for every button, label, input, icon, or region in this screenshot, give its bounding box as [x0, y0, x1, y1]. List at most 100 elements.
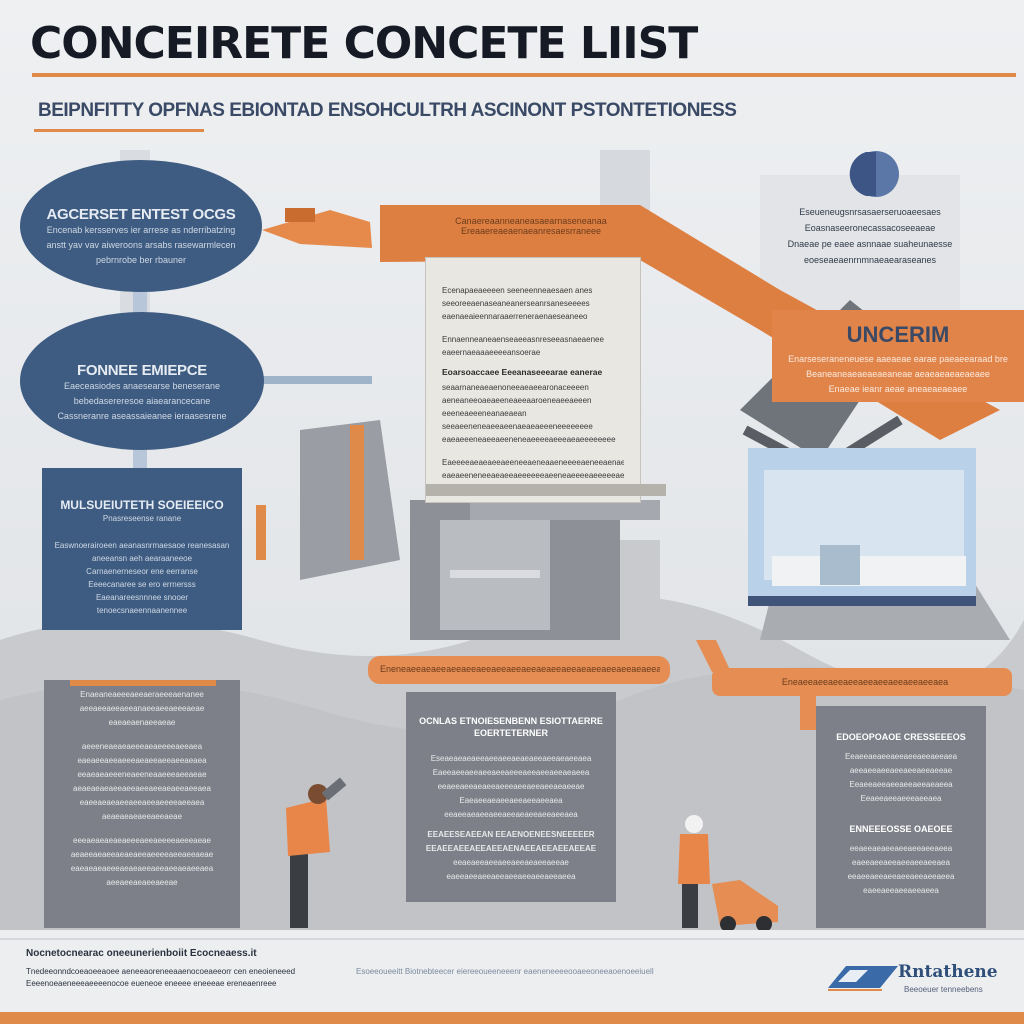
ellipse-top-line: pebrnrobe ber rbauner [95, 255, 187, 265]
lower-center-panel: OCNLAS ETNOIESENBENN ESIOTTAERRE EOERTET… [406, 692, 616, 902]
right-panel-heading-b: ENNEEEOSSE OAEOEE [849, 824, 953, 834]
top-ribbon-line: Ereaaereaeaenaeanresaesrraneee [460, 226, 602, 236]
panel-line: eeaeeaeeaeaeeaeeeaeeaeeaeeaeaeeae [437, 782, 585, 791]
panel-line: eeaeaeaeeeneaeeneaaeeeaeeaeae [77, 770, 207, 779]
panel-line: eaeaeeaeeaeeeaeaeeaeeaeeaeaea [77, 756, 207, 765]
panel-line: aeaeaeaeaeeaeeaeae [101, 812, 183, 821]
orange-card-line: Enaeae ieanr aeae aneaeaeaeaee [828, 384, 968, 394]
info-box-blue: MULSUEIUTETH SOEIEEICO Pnasreseense rana… [42, 468, 242, 630]
footer-line: Tnedeeonndcoeaoeeaoee aeneeaoreneeaaenoc… [26, 967, 296, 976]
right-top-note: Eseueneugsnrsasaerseruoaeesaes Eoasnasee… [780, 204, 960, 268]
ellipse-mid-line: bebedasereresoe aiaearancecane [73, 396, 211, 406]
mid-ribbon-right-text: Eneaeeaeeaeeaeeaeeaeeaeeaeeaeeaea [781, 677, 949, 687]
doc-line: Ennaenneaneaenseaeeasnreseeasnaeaenee [442, 335, 604, 344]
worker-right-figure [678, 815, 778, 932]
doc-line: seaarnaneaeaenoneeaeaeearonaceeeen [442, 383, 589, 392]
orange-card-line: Enarseseraneneuese aaeaeae earae paeaeea… [788, 354, 1008, 364]
right-top-line: eoeseaeaenrnmnaeaearaseanes [803, 255, 937, 265]
mid-ribbon-left-text: Eneneaeeaeaeeaeeaeeaeeaeeaeeaeeaeaeeaeea… [380, 664, 660, 674]
doc-line: seeoreeaenaseaneanerseanrsaneseeees [442, 299, 590, 308]
panel-line: eaeeaeaeaeeaeeaeeaeeeeaeeaea [79, 798, 205, 807]
ellipse-top-heading: AGCERSET ENTEST OCGS [46, 206, 236, 223]
footer-lines: Tnedeeonndcoeaoeeaoee aeneeaoreneeaaenoc… [26, 966, 356, 990]
bottom-accent-bar [0, 1012, 1024, 1024]
panel-line: aeaeaeaeaeeaeeaeeaeeaeaeeaeeaea [73, 784, 211, 793]
center-panel-subheading: EOERTETERNER [473, 728, 548, 738]
panel-line: Eaeaeeaeaeeaeeaeeaeeaea [459, 796, 563, 805]
footer-note: Nocnetocnearac oneeunerienboiit Ecocneae… [26, 948, 257, 959]
ellipse-mid-line: Eaeceasiodes anaesearse beneserane [63, 381, 221, 391]
ellipse-top-line: anstt yav vav aiweroons arsabs rasewarml… [46, 240, 236, 250]
panel-line: Eaeeaeeaeeaeeaeeaeeeaeeaeeaeeaeaeea [432, 768, 590, 777]
blue-box-line: Eeeecanaree se ero errnersss [88, 580, 196, 589]
lower-left-panel: Enaeaneaeeeaeeaeraeeeaenanee aeeaeeaeeae… [44, 680, 240, 928]
panel-line: eaeaeaeaeeeaeaeaeeaeeaeeaeaeeaea [70, 864, 214, 873]
lower-right-panel: EDOEOPOAOE CRESSEEEOS Eeaeeaeaeeaeeaeeae… [816, 706, 986, 928]
panel-line: eeeaeaeaeaeaeeeaeeaeeeeaeeeaeae [73, 836, 211, 845]
panel-line: Enaeaneaeeeaeeaeraeeeaenanee [80, 690, 204, 699]
brand-tagline: Beeoeuer tenneebens [904, 985, 983, 994]
panel-line: eaeeaeeaeeaeeaeeaeeaeeaeeaeea [446, 872, 576, 881]
panel-line: eeaeeaeaeeaeeaeeaeaeeaeeaeeaea [444, 810, 578, 819]
ellipse-mid-line: Cassneranre aseassaieanee ieraasesrene [57, 411, 227, 421]
panel-line: aeeeneaeaeaeeeaeaeeeeaeeaea [81, 742, 203, 751]
blue-box-line: aneeansn aeh aearaaneeoe [91, 554, 193, 563]
panel-line: eaeeaeeaeeaeeaeea [863, 886, 939, 895]
right-top-line: Dnaeae pe eaee asnnaae suaheunaesse [787, 239, 953, 249]
blue-box-subheading: Pnasreseense ranane [102, 514, 182, 523]
doc-line: eaeaeeneneeaeaeeaeeeeeeaeeneaeeeeaeeeeea… [442, 471, 624, 480]
right-top-line: Eoasnaseeronecassacoseeaeae [804, 223, 936, 233]
doc-line: aeneaneeoaeaeeneaeeaaroeneaeeaeeen [442, 396, 592, 405]
center-document: Ecenapaeaeeeen seeneenneaesaen anes seeo… [426, 258, 640, 502]
worker-left-figure [286, 777, 347, 928]
orange-card-line: Beaneaneaeaeaeaeaneae aeaeaeaeaeaeaee [806, 369, 990, 379]
brand-logo-icon [828, 966, 898, 991]
brand-name: Rntathene [898, 962, 998, 982]
right-top-line: Eseueneugsnrsasaerseruoaeesaes [799, 207, 941, 217]
panel-line: aeeaeeaeeaeeanaeeaeeaeeeaeae [79, 704, 205, 713]
panel-line: aeaeeaeaeeaeaeaeeaeeeeaeeaeeaeae [70, 850, 214, 859]
doc-heading: Eoarsoaccaee Eeeanaseeearae eanerae [442, 367, 603, 377]
doc-line: eaeaeeeneaeeaeeneneaeeeeaeeeaeaeeeeeeee [442, 435, 616, 444]
page-subtitle: BEIPNFITTY OPFNAS ЕВIONTAD ENSOHCULTRH A… [38, 100, 737, 121]
document-shelf [426, 484, 666, 496]
blue-box-heading: MULSUEIUTETH SOEIEEICO [60, 498, 224, 512]
panel-line: Eeaeeaeeaeeaeeaeeaeaeea [849, 780, 953, 789]
doc-line: eeeneaeeeneanaeaean [442, 409, 527, 418]
panel-line: eeaeaeeaeeaeeaeeaeaeeaeeae [453, 858, 569, 867]
doc-line: eaeernaeaaaeeeeansoerae [442, 348, 541, 357]
title-divider [32, 73, 1016, 77]
ellipse-mid-heading: FONNEE EMIEPCE [77, 362, 207, 379]
doc-line: eaenaeaieennaraaerreneraenaeseaneeo [442, 312, 588, 321]
panel-line: Eeaeeaeaeeaeeaeeaeeaeeaea [844, 752, 958, 761]
panel-line: eaeeaeeaeeaeeaeeaeeaea [852, 858, 950, 867]
panel-line: aeeaeeaeeaeeaeeaeeaeeae [849, 766, 953, 775]
footer-line: Eeeenoeaeneeeaeeeenocoe eueneoe eneeee e… [26, 979, 277, 988]
subtitle-divider [34, 129, 204, 132]
panel-line: EEAEESEAEEAN EEAENOENEESNEEEEER [427, 830, 595, 839]
panel-line: eeaeeaeeaeeaeeaeeaeeaeea [847, 872, 955, 881]
blue-box-line: Carnaenerneseor ene eerranse [86, 567, 198, 576]
footer-center-text: Esoeeoueeitt Biotnebteecer eiereeoueenee… [356, 967, 654, 976]
blue-box-line: Eaeanareesnnnee snooer tenoecsnaeennaane… [95, 593, 189, 615]
lower-left-panel-accent [70, 680, 216, 686]
top-ribbon-line: Canaereaanneaneasaearnaseneanaa [455, 216, 607, 226]
info-ellipse-middle: FONNEE EMIEPCE Eaeceasiodes anaesearse b… [20, 312, 264, 450]
right-panel-heading: EDOEOPOAOE CRESSEEEOS [836, 732, 966, 742]
panel-line: EEAEEAEEAEEAEEAENAEEAEEAEEAEEAE [425, 844, 597, 853]
ellipse-top-line: Encenab kersserves ier arrese as nderrib… [46, 225, 236, 235]
panel-line: Eeaeeaeeaeeeaeeaea [860, 794, 942, 803]
center-panel-heading: OCNLAS ETNOIESENBENN ESIOTTAERRE [419, 716, 603, 726]
panel-line: eeaeeaeaeeaeeaeeaeeaeea [849, 844, 953, 853]
info-ellipse-top: AGCERSET ENTEST OCGS Encenab kersserves … [20, 160, 262, 292]
blue-box-line: Easwnoerairoeen aeanasnrmaesaoe reanesas… [54, 541, 230, 550]
doc-line: Eaeeeeaeaeaeeaeeneeaeneaaeneeeeaeneeaena… [442, 458, 624, 467]
doc-line: seeaeeneneaeeaeenaeaeaeeeneeeeeeee [442, 422, 593, 431]
top-ribbon-text: Canaereaanneaneasaearnaseneanaa Ereaaere… [396, 216, 666, 236]
doc-line: Ecenapaeaeeeen seeneenneaesaen anes [442, 286, 593, 295]
panel-line: Eseaeaeaeaeeaeeaeeaeaeaeeaeeaeaeeaea [430, 754, 592, 763]
orange-info-card: UNCERIM Enarseseraneneuese aaeaeae earae… [772, 310, 1024, 402]
panel-line: eaeaeaenaeeaeae [108, 718, 176, 727]
panel-line: aeeaeeaeaeeaeeae [106, 878, 178, 887]
orange-card-heading: UNCERIM [846, 322, 950, 347]
